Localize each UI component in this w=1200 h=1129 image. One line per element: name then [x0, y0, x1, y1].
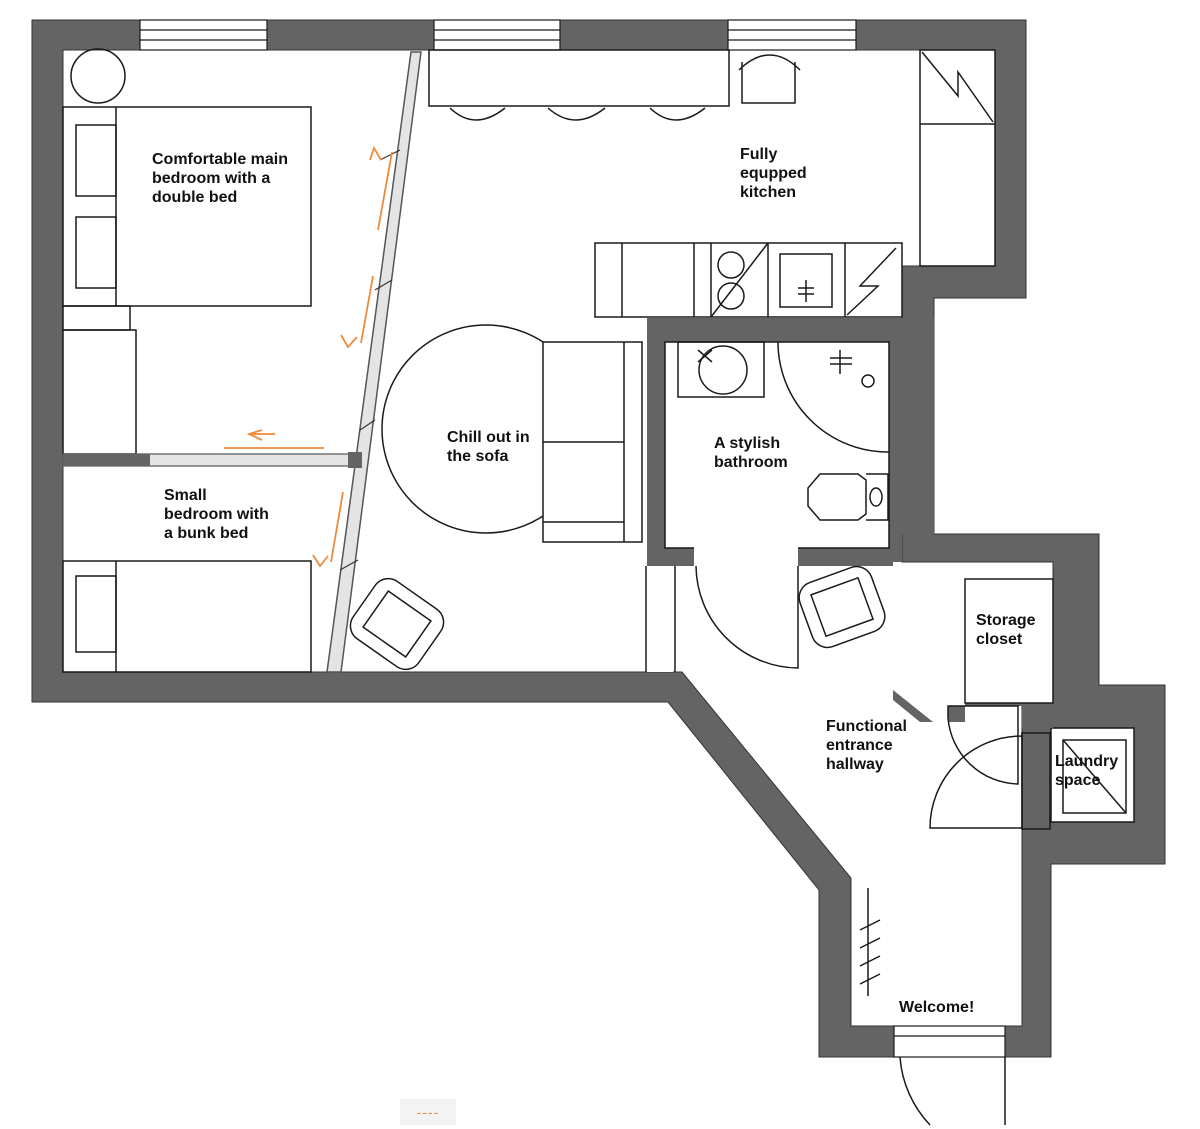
shower-basin-shape	[677, 341, 765, 398]
bar-stool-shape	[449, 107, 706, 121]
pillow-shape	[75, 216, 117, 289]
armchair-shape	[349, 577, 445, 671]
round-table-shape	[70, 48, 126, 104]
sliding-glass-partition	[62, 51, 422, 673]
entrance-door-swing	[899, 1056, 1006, 1126]
kitchen-counter-shape	[594, 242, 903, 318]
windows	[139, 19, 1006, 1058]
kitchen-island-shape	[428, 49, 730, 107]
bunk-bed-shape	[62, 560, 312, 673]
wardrobe-shape	[62, 305, 131, 331]
storage-door-swing	[947, 705, 1019, 785]
pillow-shape	[75, 124, 117, 197]
laundry-door-swing	[929, 732, 1023, 829]
bathroom-floor	[664, 341, 890, 549]
double-bed-shape	[62, 106, 312, 307]
wardrobe-shape	[62, 329, 137, 455]
living-hall-opening	[647, 566, 673, 672]
legend-dash-sample: ----	[400, 1099, 456, 1125]
shower-arc-shape	[777, 341, 890, 453]
pillow-shape	[75, 575, 117, 653]
armchair-shape	[798, 565, 886, 649]
slide-direction-arrows	[224, 145, 393, 568]
welcome-label: Welcome!	[899, 999, 975, 1016]
toilet-shape	[807, 473, 867, 521]
fridge-shape	[919, 49, 996, 267]
stove-burner-icon	[717, 251, 745, 279]
bathroom-door-swing	[695, 565, 799, 669]
chair-shape	[738, 54, 801, 104]
sink-shape	[779, 253, 833, 308]
storage-closet	[964, 578, 1054, 704]
bathroom-door-opening	[694, 546, 798, 568]
stove-burner-icon	[717, 282, 745, 310]
washing-machine-shape	[1062, 739, 1127, 814]
